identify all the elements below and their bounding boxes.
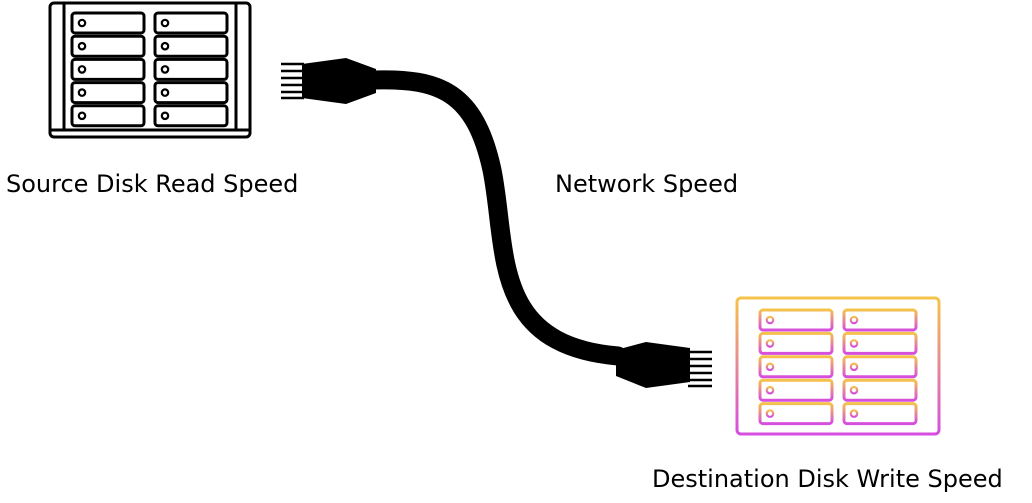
destination-drive-led <box>765 339 775 348</box>
source-drive-led <box>77 18 87 28</box>
source-drive-led <box>160 65 170 74</box>
source-drive-led <box>77 65 87 74</box>
source-server-icon <box>48 1 252 139</box>
destination-drive-bay <box>758 378 834 402</box>
destination-drive-bay <box>758 308 834 332</box>
destination-drive-led <box>849 315 859 325</box>
destination-drive-bay <box>758 331 834 355</box>
source-drive-led <box>160 41 170 51</box>
ethernet-cable-icon <box>281 58 712 388</box>
destination-disk-label: Destination Disk Write Speed <box>652 465 1003 493</box>
network-speed-label: Network Speed <box>555 170 739 198</box>
source-drive-bay <box>70 11 146 35</box>
destination-drive-bay <box>842 378 918 402</box>
source-drive-bay <box>153 11 229 35</box>
destination-drive-bay <box>842 355 918 379</box>
destination-drive-bay <box>842 331 918 355</box>
source-drive-led <box>77 111 87 121</box>
destination-drive-led <box>765 409 775 418</box>
source-disk-label: Source Disk Read Speed <box>6 170 299 198</box>
destination-drive-bay <box>842 402 918 426</box>
source-drive-led <box>77 88 87 97</box>
destination-drive-led <box>849 339 859 348</box>
source-drive-bay <box>153 34 229 58</box>
source-drive-led <box>77 41 87 51</box>
destination-drive-led <box>849 409 859 418</box>
source-drive-led <box>160 111 170 121</box>
destination-drive-led <box>849 385 859 395</box>
destination-server-icon <box>735 296 941 436</box>
destination-drive-led <box>765 315 775 325</box>
source-drive-bay <box>153 104 229 128</box>
destination-drive-led <box>849 362 859 372</box>
source-drive-bay <box>70 104 146 128</box>
destination-drive-bay <box>758 402 834 426</box>
source-drive-led <box>160 88 170 97</box>
source-drive-bay <box>70 57 146 81</box>
source-drive-bay <box>153 57 229 81</box>
source-drive-led <box>160 18 170 28</box>
destination-drive-led <box>765 362 775 372</box>
source-drive-bay <box>70 34 146 58</box>
source-drive-bay <box>70 81 146 105</box>
destination-drive-bay <box>758 355 834 379</box>
destination-drive-led <box>765 385 775 395</box>
source-drive-bay <box>153 81 229 105</box>
destination-drive-bay <box>842 308 918 332</box>
